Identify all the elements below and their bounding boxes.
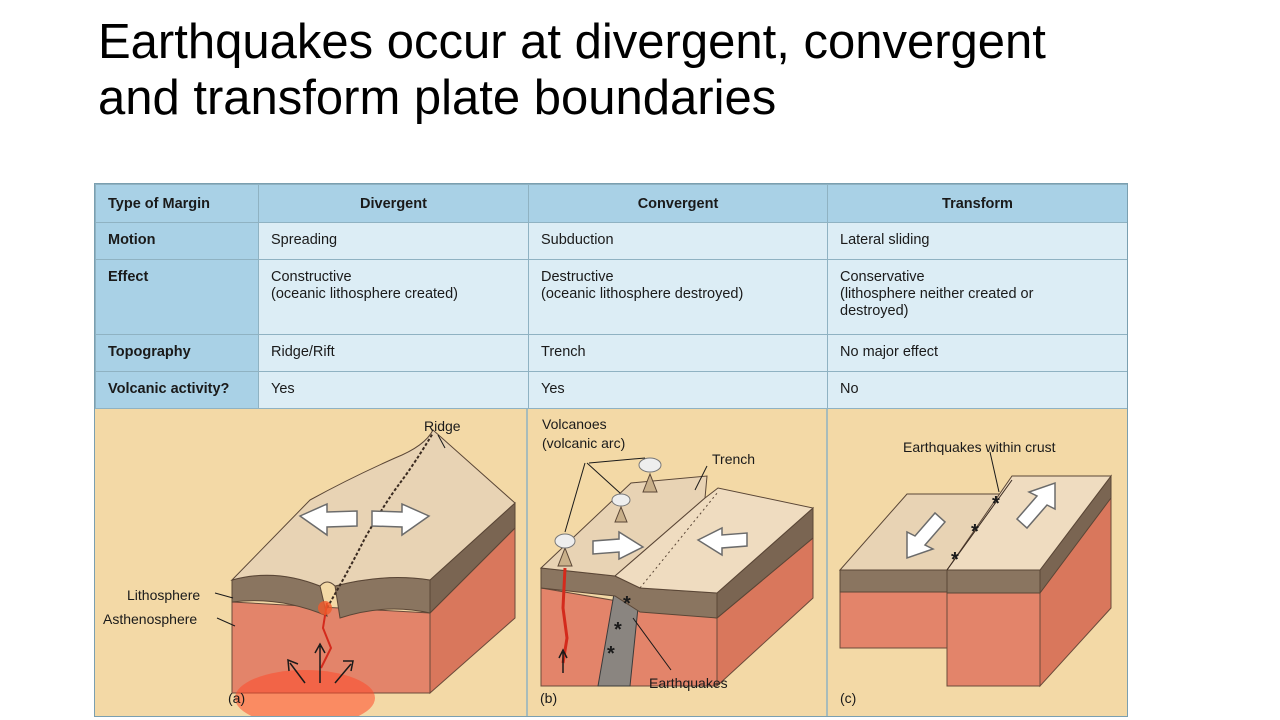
- table-row: Volcanic activity? Yes Yes No: [95, 371, 1127, 409]
- upwelling-arrow-icon: [287, 658, 306, 684]
- earthquake-marker: *: [614, 619, 622, 641]
- left-block-lithosphere: [839, 569, 948, 593]
- slide-arrow-down-icon: [906, 511, 947, 560]
- magma-rise-arrow-icon: [558, 648, 568, 673]
- row-label: Volcanic activity?: [95, 371, 259, 409]
- table-cell: Constructive (oceanic lithosphere create…: [258, 259, 529, 335]
- table-cell: No major effect: [827, 334, 1127, 372]
- left-block-mantle: [839, 587, 948, 649]
- table-cell: Lateral sliding: [827, 222, 1127, 260]
- earthquake-marker: *: [992, 493, 1000, 515]
- earthquakes-crust-leader: [989, 451, 1000, 493]
- label-lithosphere: Lithosphere: [127, 587, 200, 603]
- magma-conduit: [320, 602, 333, 669]
- transform-fault-line: [946, 479, 1013, 571]
- volcano-icon: [554, 533, 576, 567]
- slide-title: Earthquakes occur at divergent, converge…: [98, 15, 1046, 125]
- label-earthquakes-within-crust: Earthquakes within crust: [903, 439, 1056, 455]
- trench-line: [639, 491, 719, 589]
- panel-tag-b: (b): [540, 690, 557, 706]
- asthenosphere-leader: [216, 617, 236, 627]
- ridge-leader: [437, 434, 446, 449]
- label-volcanoes: Volcanoes: [542, 416, 607, 432]
- header-convergent: Convergent: [528, 184, 828, 223]
- header-type-of-margin: Type of Margin: [95, 184, 259, 223]
- table-row: Effect Constructive (oceanic lithosphere…: [95, 259, 1127, 335]
- spreading-arrow-right-icon: [371, 502, 431, 537]
- table-cell: Spreading: [258, 222, 529, 260]
- table-header-row: Type of Margin Divergent Convergent Tran…: [95, 184, 1127, 223]
- panel-tag-a: (a): [228, 690, 245, 706]
- right-block-mantle: [946, 592, 1041, 687]
- header-transform: Transform: [827, 184, 1127, 223]
- earthquake-marker: *: [623, 593, 631, 615]
- volcano-leader: [564, 462, 586, 533]
- row-label: Effect: [95, 259, 259, 335]
- table-cell: Ridge/Rift: [258, 334, 529, 372]
- table-row: Topography Ridge/Rift Trench No major ef…: [95, 334, 1127, 372]
- magma-conduit: [561, 567, 569, 664]
- convergence-arrow-right-icon: [592, 530, 645, 561]
- right-block-lithosphere: [946, 569, 1041, 594]
- earthquake-marker: *: [971, 521, 979, 543]
- table-cell: Yes: [528, 371, 828, 409]
- trench-leader: [694, 465, 708, 491]
- table-cell: No: [827, 371, 1127, 409]
- volcano-icon: [638, 457, 662, 493]
- table-cell: Destructive (oceanic lithosphere destroy…: [528, 259, 828, 335]
- label-ridge: Ridge: [424, 418, 461, 434]
- upwelling-arrow-icon: [334, 660, 354, 684]
- earthquake-marker: *: [951, 549, 959, 571]
- label-earthquakes: Earthquakes: [649, 675, 728, 691]
- diagram-svg: Ridge Lithosphere Asthenosphere (a): [103, 408, 1113, 716]
- convergence-arrow-left-icon: [696, 526, 748, 557]
- magma-glow: [235, 670, 375, 716]
- panel-divergent: Ridge Lithosphere Asthenosphere (a): [103, 418, 516, 716]
- earthquakes-leader: [632, 617, 672, 671]
- diagram-panels: Ridge Lithosphere Asthenosphere (a): [95, 408, 1127, 716]
- volcano-leader: [586, 462, 621, 494]
- table-cell: Conservative (lithosphere neither create…: [827, 259, 1127, 335]
- slide-arrow-up-icon: [1015, 481, 1056, 530]
- magma-chamber: [318, 601, 332, 615]
- table-cell: Yes: [258, 371, 529, 409]
- row-label: Motion: [95, 222, 259, 260]
- table-cell: Trench: [528, 334, 828, 372]
- panel-tag-c: (c): [840, 690, 856, 706]
- margin-types-table: Type of Margin Divergent Convergent Tran…: [95, 184, 1127, 409]
- volcano-leader: [588, 457, 646, 464]
- table-row: Motion Spreading Subduction Lateral slid…: [95, 222, 1127, 260]
- table-cell: Subduction: [528, 222, 828, 260]
- upwelling-arrow-icon: [314, 642, 326, 683]
- label-asthenosphere: Asthenosphere: [103, 611, 197, 627]
- row-label: Topography: [95, 334, 259, 372]
- earthquake-marker: *: [607, 643, 615, 665]
- panel-transform: * * * Earthquakes within crust (c): [838, 439, 1113, 706]
- header-divergent: Divergent: [258, 184, 529, 223]
- label-trench: Trench: [712, 451, 755, 467]
- ridge-rift-line: [326, 432, 434, 609]
- crust-top-surface: [230, 429, 516, 587]
- lithosphere-leader: [214, 592, 234, 599]
- panel-convergent: * * * Volcanoes (volcanic arc) Trench Ea…: [539, 416, 815, 706]
- volcano-icon: [611, 493, 631, 523]
- label-volcanic-arc: (volcanic arc): [542, 435, 625, 451]
- plate-boundary-figure: Type of Margin Divergent Convergent Tran…: [94, 183, 1128, 717]
- spreading-arrow-left-icon: [298, 502, 358, 537]
